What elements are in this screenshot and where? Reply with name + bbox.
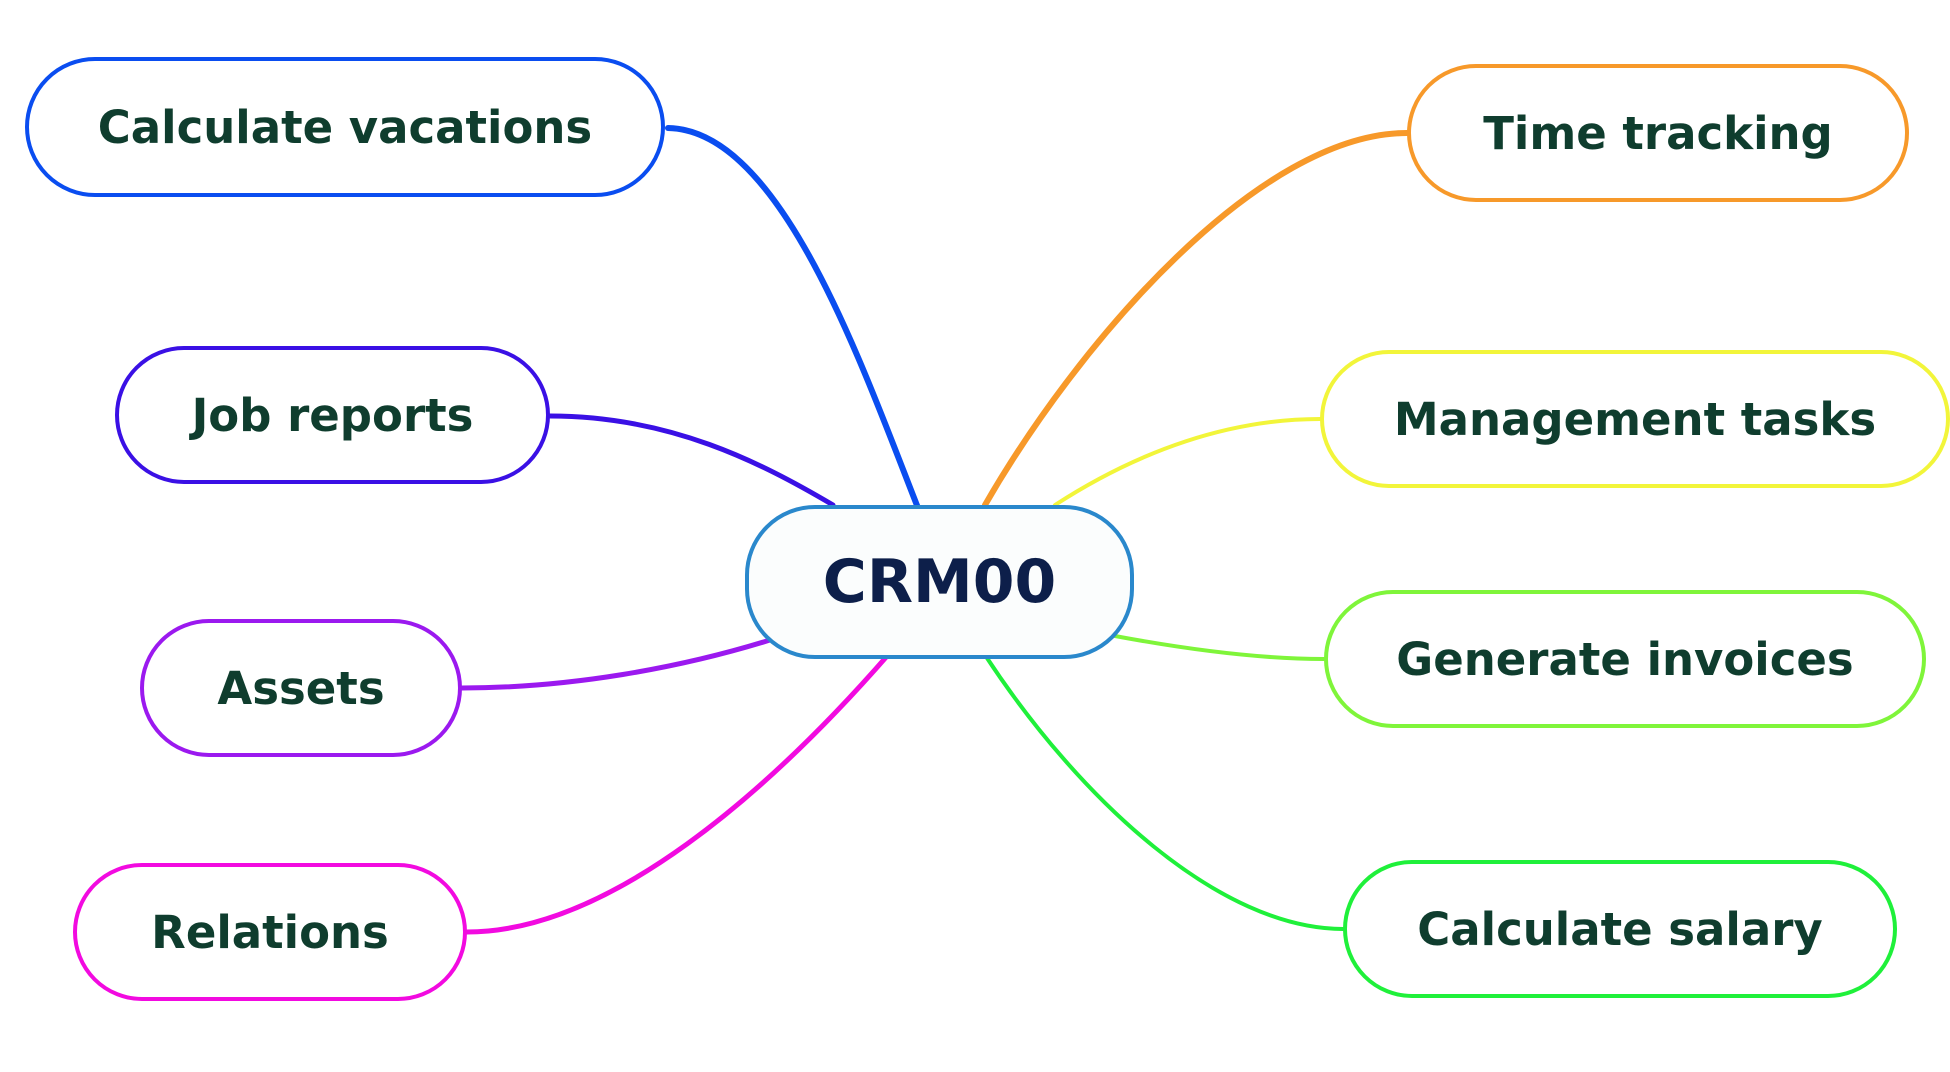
connector-assets — [459, 637, 773, 691]
connector-relations — [464, 652, 891, 935]
node-relations[interactable]: Relations — [73, 863, 467, 1001]
connector-salary — [983, 653, 1345, 931]
node-label: Assets — [217, 661, 385, 715]
node-management-tasks[interactable]: Management tasks — [1320, 350, 1950, 488]
node-time-tracking[interactable]: Time tracking — [1407, 64, 1909, 202]
node-calculate-vacations[interactable]: Calculate vacations — [25, 57, 665, 197]
root-label: CRM00 — [822, 547, 1057, 617]
node-label: Calculate salary — [1417, 902, 1823, 956]
connector-invoices — [1113, 634, 1326, 661]
node-label: Generate invoices — [1396, 632, 1854, 686]
connector-jobreports — [547, 413, 836, 508]
node-label: Relations — [151, 905, 389, 959]
connector-vacations — [665, 125, 921, 511]
node-label: Management tasks — [1393, 392, 1877, 446]
node-label: Job reports — [191, 388, 474, 442]
node-assets[interactable]: Assets — [140, 619, 462, 757]
node-calculate-salary[interactable]: Calculate salary — [1343, 860, 1897, 998]
node-label: Calculate vacations — [97, 100, 593, 154]
node-generate-invoices[interactable]: Generate invoices — [1324, 590, 1926, 728]
connector-mgmt — [1053, 417, 1322, 507]
root-node-crm00[interactable]: CRM00 — [745, 505, 1134, 659]
connector-time — [982, 130, 1410, 508]
node-label: Time tracking — [1483, 106, 1833, 160]
node-job-reports[interactable]: Job reports — [115, 346, 550, 484]
